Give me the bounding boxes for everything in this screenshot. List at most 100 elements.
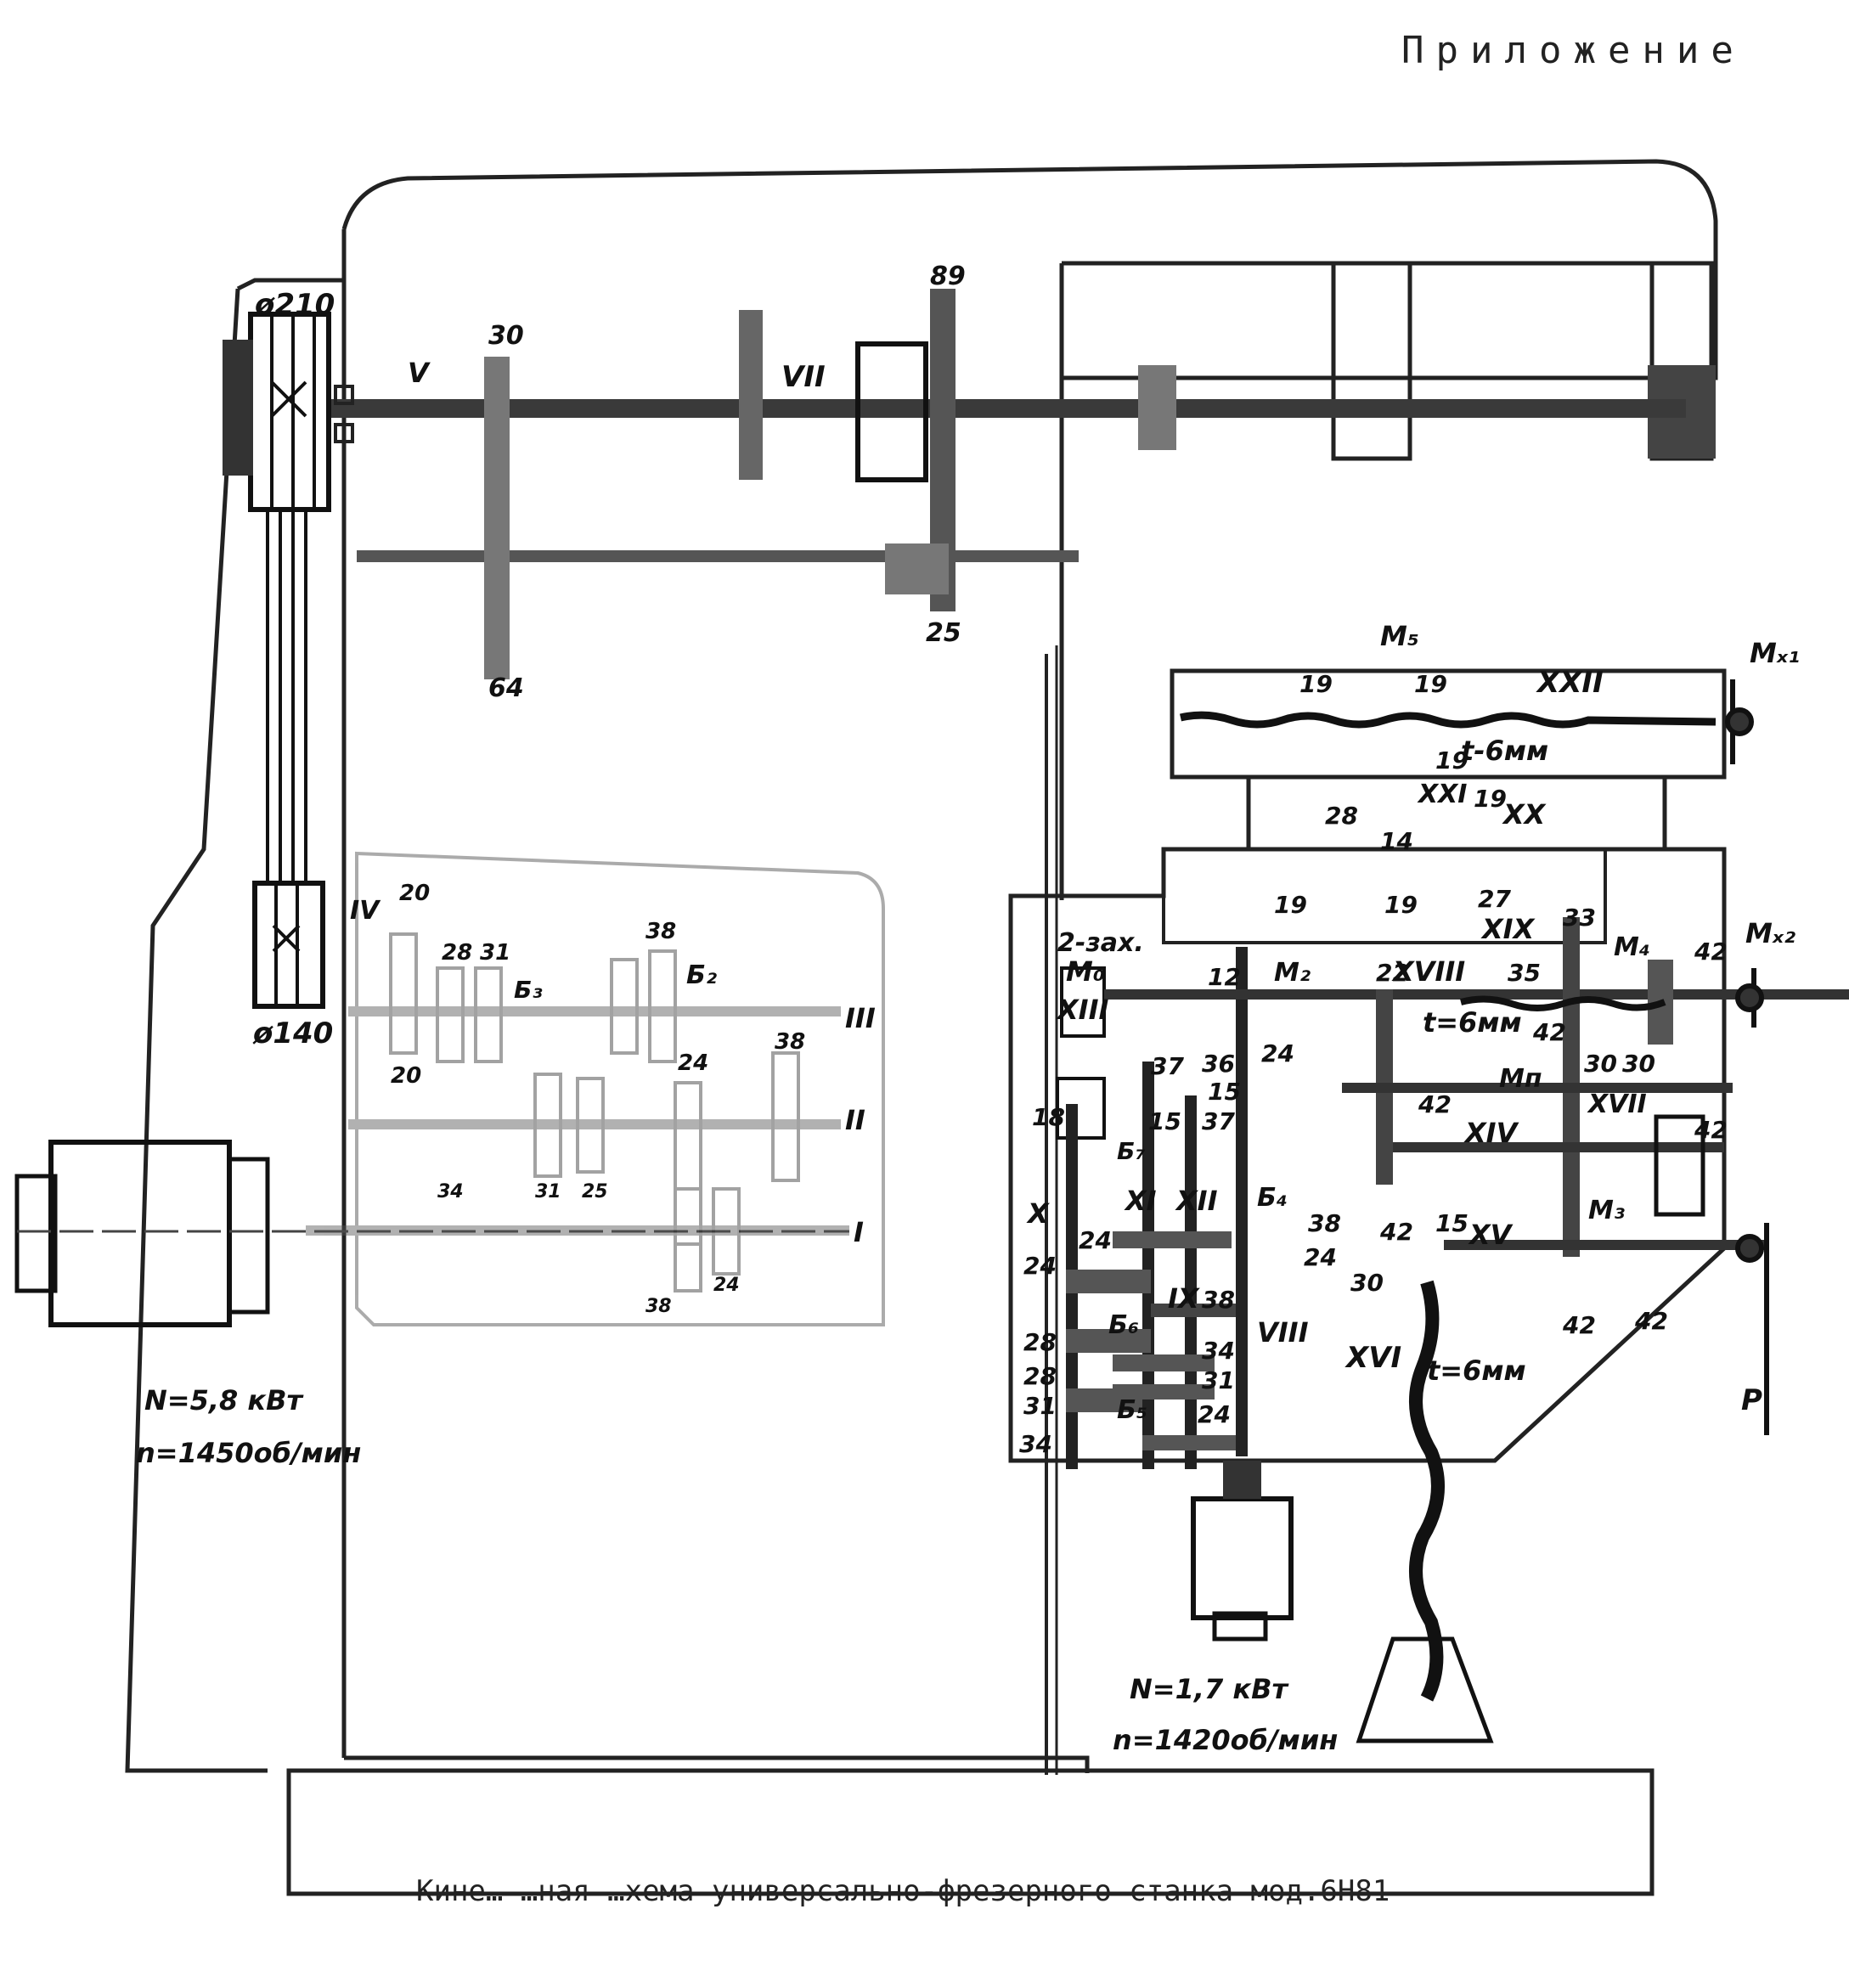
svg-text:42: 42 xyxy=(1634,1307,1668,1335)
svg-text:19: 19 xyxy=(1384,891,1418,919)
svg-text:Б₂: Б₂ xyxy=(686,960,717,990)
caption-text: Кине… …ная …хема универсально-фрезерного… xyxy=(416,1874,1390,1908)
feed-box xyxy=(1008,668,1727,1463)
svg-text:XV: XV xyxy=(1468,1219,1514,1251)
svg-text:31: 31 xyxy=(1023,1392,1057,1420)
belt xyxy=(266,510,307,883)
machine-frame xyxy=(125,159,1718,1896)
svg-text:IX: IX xyxy=(1168,1282,1200,1315)
svg-text:XI: XI xyxy=(1124,1185,1157,1217)
gear-numbers: 30 89 25 64 20 28 31 38 24 38 20 34 31 2… xyxy=(391,262,1728,1458)
svg-text:Б₇: Б₇ xyxy=(1117,1137,1146,1165)
pulley-bottom-label: ø140 xyxy=(252,1017,333,1050)
svg-text:89: 89 xyxy=(930,262,966,291)
svg-text:M₅: M₅ xyxy=(1380,620,1419,652)
svg-text:V: V xyxy=(408,357,431,389)
svg-text:t=6мм: t=6мм xyxy=(1427,1354,1526,1387)
svg-text:30: 30 xyxy=(1350,1269,1384,1297)
svg-text:28: 28 xyxy=(1023,1328,1057,1356)
svg-text:24: 24 xyxy=(1079,1226,1112,1254)
svg-text:M₄: M₄ xyxy=(1614,932,1650,962)
svg-text:33: 33 xyxy=(1563,904,1596,932)
svg-text:35: 35 xyxy=(1508,959,1541,987)
svg-text:t=6мм: t=6мм xyxy=(1423,1006,1522,1039)
handle-label: P xyxy=(1741,1383,1762,1417)
block-labels: Б₂ Б₃ Б₄ Б₅ Б₆ Б₇ xyxy=(514,960,1288,1425)
svg-text:15: 15 xyxy=(1208,1078,1241,1106)
gearbox xyxy=(306,851,885,1326)
feed-motor-power: N=1,7 кВт xyxy=(1130,1673,1290,1705)
svg-text:2-зах.: 2-зах. xyxy=(1057,928,1144,958)
svg-text:III: III xyxy=(845,1002,876,1034)
svg-text:42: 42 xyxy=(1694,1116,1728,1144)
svg-text:27: 27 xyxy=(1478,885,1511,913)
svg-text:XIII: XIII xyxy=(1056,994,1108,1026)
svg-text:38: 38 xyxy=(1202,1286,1235,1314)
svg-text:XVIII: XVIII xyxy=(1391,955,1465,988)
svg-text:24: 24 xyxy=(713,1275,740,1296)
svg-text:42: 42 xyxy=(1532,1018,1566,1046)
svg-text:19: 19 xyxy=(1274,891,1307,919)
svg-text:XVII: XVII xyxy=(1587,1090,1647,1119)
svg-text:19: 19 xyxy=(1474,785,1507,813)
svg-text:t-6мм: t-6мм xyxy=(1461,735,1548,767)
pulley-210: ø210 xyxy=(223,288,335,512)
svg-text:II: II xyxy=(845,1104,865,1136)
svg-text:25: 25 xyxy=(582,1181,608,1202)
svg-text:38: 38 xyxy=(645,1296,672,1317)
shaft-labels: I II III IV V VII VIII IX X XI XII XIII … xyxy=(350,357,1647,1375)
vertical-screw xyxy=(1356,1280,1494,1743)
svg-text:19: 19 xyxy=(1299,670,1333,698)
svg-text:34: 34 xyxy=(1202,1337,1235,1365)
svg-text:25: 25 xyxy=(926,618,961,648)
clutch-labels: M₀ M₂ M₃ M₄ M₅ Mп Mₓ₁ Mₓ₂ xyxy=(1066,620,1800,1225)
svg-text:28: 28 xyxy=(1325,802,1358,830)
pulley-top-label: ø210 xyxy=(254,288,335,322)
svg-text:VII: VII xyxy=(781,360,826,394)
svg-text:34: 34 xyxy=(1019,1430,1052,1458)
overarm xyxy=(1331,261,1716,461)
svg-text:24: 24 xyxy=(1023,1252,1057,1280)
svg-text:18: 18 xyxy=(1032,1103,1065,1131)
svg-text:Б₅: Б₅ xyxy=(1117,1395,1147,1425)
feed-motor-speed: n=1420об/мин xyxy=(1113,1724,1338,1756)
svg-text:19: 19 xyxy=(1414,670,1447,698)
svg-text:64: 64 xyxy=(488,673,524,703)
main-motor-speed: n=1450об/мин xyxy=(136,1437,361,1469)
svg-text:38: 38 xyxy=(775,1029,805,1055)
svg-text:30: 30 xyxy=(1584,1050,1617,1078)
header-text: Приложение xyxy=(1401,29,1745,72)
svg-text:12: 12 xyxy=(1208,963,1241,991)
feed-shafts xyxy=(1056,917,1849,1469)
feed-motor: N=1,7 кВт n=1420об/мин xyxy=(1113,1461,1338,1756)
main-motor: N=5,8 кВт n=1450об/мин xyxy=(14,1140,849,1469)
spindle-shafts xyxy=(327,385,1686,562)
svg-text:24: 24 xyxy=(1198,1400,1231,1428)
svg-text:Mₓ₂: Mₓ₂ xyxy=(1745,917,1795,949)
svg-text:VIII: VIII xyxy=(1257,1316,1309,1349)
svg-text:15: 15 xyxy=(1435,1209,1468,1237)
svg-text:36: 36 xyxy=(1202,1050,1235,1078)
svg-text:14: 14 xyxy=(1380,827,1413,855)
svg-text:M₂: M₂ xyxy=(1274,958,1311,988)
svg-text:37: 37 xyxy=(1202,1107,1235,1135)
svg-text:20: 20 xyxy=(399,881,430,906)
svg-text:42: 42 xyxy=(1562,1311,1596,1339)
svg-text:31: 31 xyxy=(480,940,510,966)
svg-text:28: 28 xyxy=(1023,1362,1057,1390)
svg-text:IV: IV xyxy=(350,896,381,926)
svg-text:38: 38 xyxy=(1308,1209,1341,1237)
svg-text:37: 37 xyxy=(1151,1052,1184,1080)
svg-text:15: 15 xyxy=(1148,1107,1181,1135)
svg-text:XIX: XIX xyxy=(1480,913,1536,945)
svg-text:42: 42 xyxy=(1694,938,1728,966)
spindle-gears xyxy=(484,289,1176,679)
svg-text:M₃: M₃ xyxy=(1588,1196,1625,1225)
svg-text:XXII: XXII xyxy=(1536,666,1604,700)
horizontal-screws xyxy=(1179,711,1717,1011)
svg-text:XIV: XIV xyxy=(1463,1117,1519,1149)
svg-text:Mп: Mп xyxy=(1499,1064,1542,1094)
svg-text:31: 31 xyxy=(1202,1366,1235,1394)
svg-text:24: 24 xyxy=(678,1050,708,1076)
main-motor-power: N=5,8 кВт xyxy=(144,1384,305,1416)
